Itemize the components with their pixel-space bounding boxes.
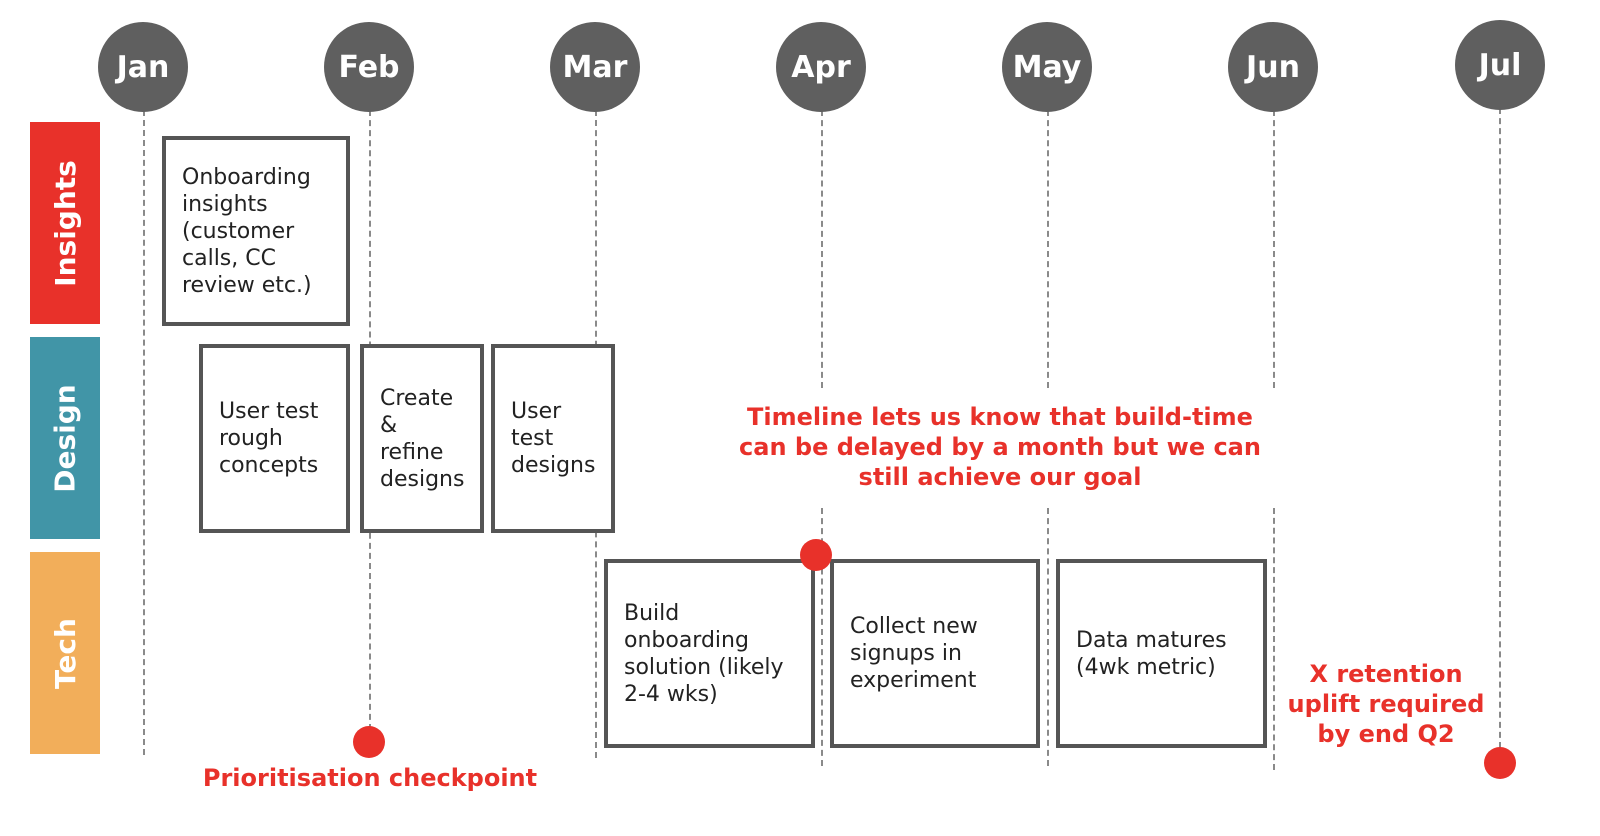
task-create-refine-designs: Create & refine designs [360, 344, 484, 533]
lane-design-label: Design [48, 383, 82, 493]
task-build-onboarding-solution: Build onboarding solution (likely 2-4 wk… [604, 559, 815, 748]
month-apr: Apr [776, 22, 866, 112]
month-mar: Mar [550, 22, 640, 112]
month-jan: Jan [98, 22, 188, 112]
task-text: User test rough concepts [219, 399, 319, 478]
task-text: User test designs [511, 399, 596, 478]
milestone-prioritisation-dot [353, 726, 385, 758]
month-jul: Jul [1455, 20, 1545, 110]
task-onboarding-insights: Onboarding insights (customer calls, CC … [162, 136, 350, 326]
task-user-test-designs: User test designs [491, 344, 615, 533]
task-text: Collect new signups in experiment [850, 614, 978, 693]
prioritisation-checkpoint-label: Prioritisation checkpoint [202, 764, 538, 792]
task-text: Build onboarding solution (likely 2-4 wk… [624, 600, 784, 707]
lane-tech: Tech [30, 552, 100, 754]
milestone-goal-dot [1484, 747, 1516, 779]
task-text: Onboarding insights (customer calls, CC … [182, 164, 312, 298]
month-feb: Feb [324, 22, 414, 112]
retention-goal-label: X retention uplift required by end Q2 [1287, 660, 1485, 748]
gridline-jun-upper [1273, 110, 1275, 388]
task-data-matures: Data matures (4wk metric) [1056, 559, 1267, 748]
milestone-build-delay-dot [800, 539, 832, 571]
gridline-jan [143, 110, 145, 755]
gridline-may-upper [1047, 110, 1049, 388]
gridline-apr-upper [821, 110, 823, 388]
gridline-may-lower [1047, 508, 1049, 766]
task-user-test-rough-concepts: User test rough concepts [199, 344, 350, 533]
lane-tech-label: Tech [48, 617, 82, 689]
month-may: May [1002, 22, 1092, 112]
gridline-jun-lower [1273, 508, 1275, 770]
lane-insights: Insights [30, 122, 100, 324]
task-text: Create & refine designs [380, 385, 465, 492]
task-collect-new-signups: Collect new signups in experiment [830, 559, 1040, 748]
lane-insights-label: Insights [48, 159, 82, 287]
gridline-apr-lower [821, 508, 823, 766]
task-text: Data matures (4wk metric) [1076, 627, 1227, 680]
timeline-note: Timeline lets us know that build-time ca… [739, 403, 1261, 491]
lane-design: Design [30, 337, 100, 539]
gridline-jul [1499, 108, 1501, 748]
month-jun: Jun [1228, 22, 1318, 112]
